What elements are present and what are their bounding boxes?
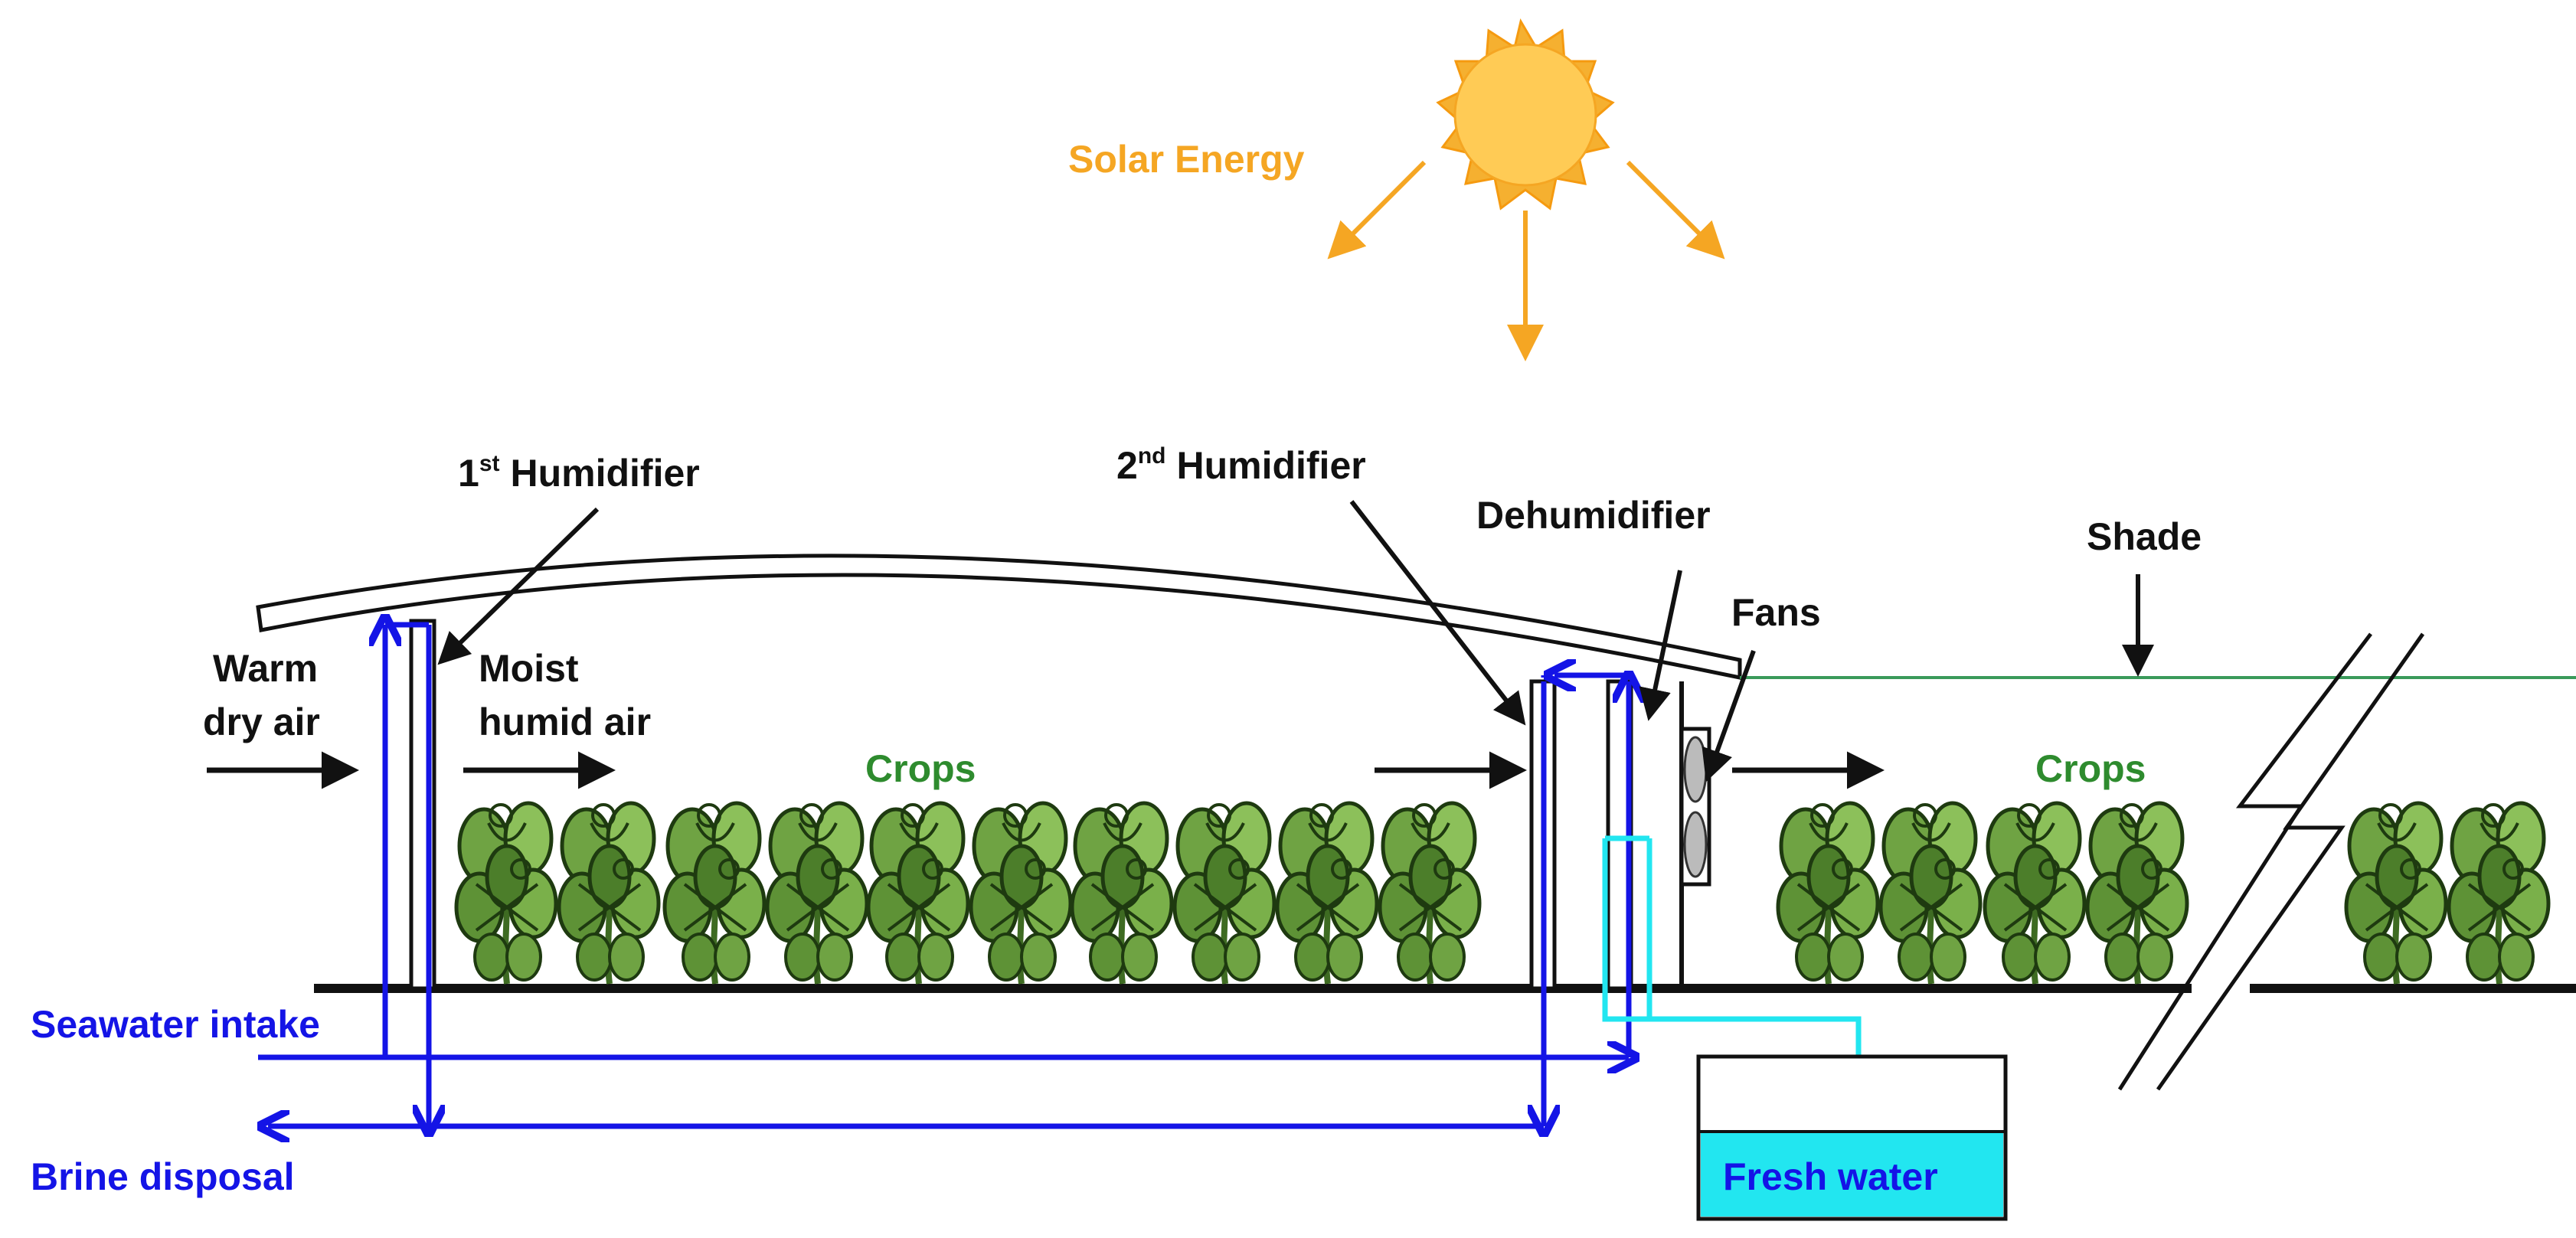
humidifier-2-pointer [1349, 500, 1526, 726]
moist-humid-air-label-line2: humid air [479, 701, 651, 743]
warm-dry-air-label-line1: Warm [213, 647, 318, 690]
plant-icon [2346, 803, 2446, 984]
pointer-arrows [437, 500, 2154, 782]
dehumidifier-label: Dehumidifier [1476, 494, 1711, 537]
plant-icon [1881, 803, 1980, 984]
brine-disposal-label: Brine disposal [31, 1155, 295, 1198]
plant-icon [971, 803, 1071, 984]
plant-icon [1985, 803, 2084, 984]
plant-icon [1778, 803, 1878, 984]
solar-energy-label: Solar Energy [1068, 138, 1305, 181]
plant-icon [559, 803, 659, 984]
seawater-circuit [258, 625, 1629, 1126]
plant-icon [2087, 803, 2187, 984]
plant-icon [1277, 803, 1377, 984]
solar-ray-right [1626, 160, 1725, 260]
fresh-water-label: Fresh water [1723, 1155, 1938, 1198]
warm-dry-air-label-line2: dry air [203, 701, 320, 743]
fans-label: Fans [1731, 591, 1821, 634]
crops-right-label: Crops [2035, 747, 2146, 790]
plant-icon [1175, 803, 1274, 984]
moist-humid-air-label-line1: Moist [479, 647, 579, 690]
plant-icon [2449, 803, 2548, 984]
plant-icon [868, 803, 968, 984]
plant-icon [456, 803, 556, 984]
fan-icon [1679, 727, 1711, 887]
fans-pointer [1702, 649, 1756, 782]
sun-icon [1436, 18, 1615, 211]
plant-icon [665, 803, 764, 984]
solar-rays [1327, 160, 1725, 361]
seawater-intake-label: Seawater intake [31, 1003, 320, 1046]
humidifier-1-pointer [437, 507, 600, 665]
crops-left-row [456, 803, 1479, 984]
shade-label: Shade [2087, 515, 2202, 558]
solar-ray-left [1327, 160, 1427, 260]
plant-icon [1072, 803, 1172, 984]
plant-icon [1380, 803, 1479, 984]
crops-right-row [1778, 803, 2548, 984]
plant-icon [767, 803, 867, 984]
crops-left-label: Crops [865, 747, 976, 790]
fresh-water-tank [1696, 1054, 2008, 1221]
dehumidifier-pointer [1639, 570, 1682, 721]
break-symbol [2117, 632, 2425, 1091]
